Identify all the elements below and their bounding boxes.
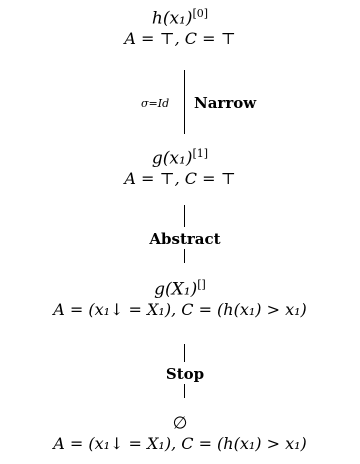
node-1: g(x₁)[1] A = ⊤, C = ⊤ (0, 144, 360, 189)
edge-0-label: Narrow (194, 94, 257, 112)
edge-1-label: Abstract (149, 230, 221, 248)
node-2-term: g(X₁) (154, 279, 198, 300)
node-0-term: h(x₁) (151, 8, 193, 29)
node-1-cond: A = ⊤, C = ⊤ (124, 168, 236, 188)
node-2-cond: A = (x₁↓ = X₁), C = (h(x₁) > x₁) (53, 299, 307, 319)
node-1-head: g(x₁)[1] (0, 144, 360, 169)
node-1-sup: [1] (192, 147, 209, 160)
node-0-head: h(x₁)[0] (0, 4, 360, 29)
node-2: g(X₁)[] A = (x₁↓ = X₁), C = (h(x₁) > x₁) (0, 275, 360, 320)
edge-2-label: Stop (165, 365, 205, 383)
node-1-term: g(x₁) (151, 148, 193, 169)
node-3-cond: A = (x₁↓ = X₁), C = (h(x₁) > x₁) (53, 433, 307, 453)
node-0-sup: [0] (192, 7, 209, 20)
node-3: ∅ A = (x₁↓ = X₁), C = (h(x₁) > x₁) (0, 409, 360, 454)
node-0-cond: A = ⊤, C = ⊤ (124, 28, 236, 48)
node-3-term: ∅ (172, 413, 188, 434)
node-2-head: g(X₁)[] (0, 275, 360, 300)
node-3-head: ∅ (0, 409, 360, 434)
node-2-sup: [] (197, 278, 206, 291)
edge-0-subst: σ=Id (141, 97, 170, 110)
node-0: h(x₁)[0] A = ⊤, C = ⊤ (0, 4, 360, 49)
